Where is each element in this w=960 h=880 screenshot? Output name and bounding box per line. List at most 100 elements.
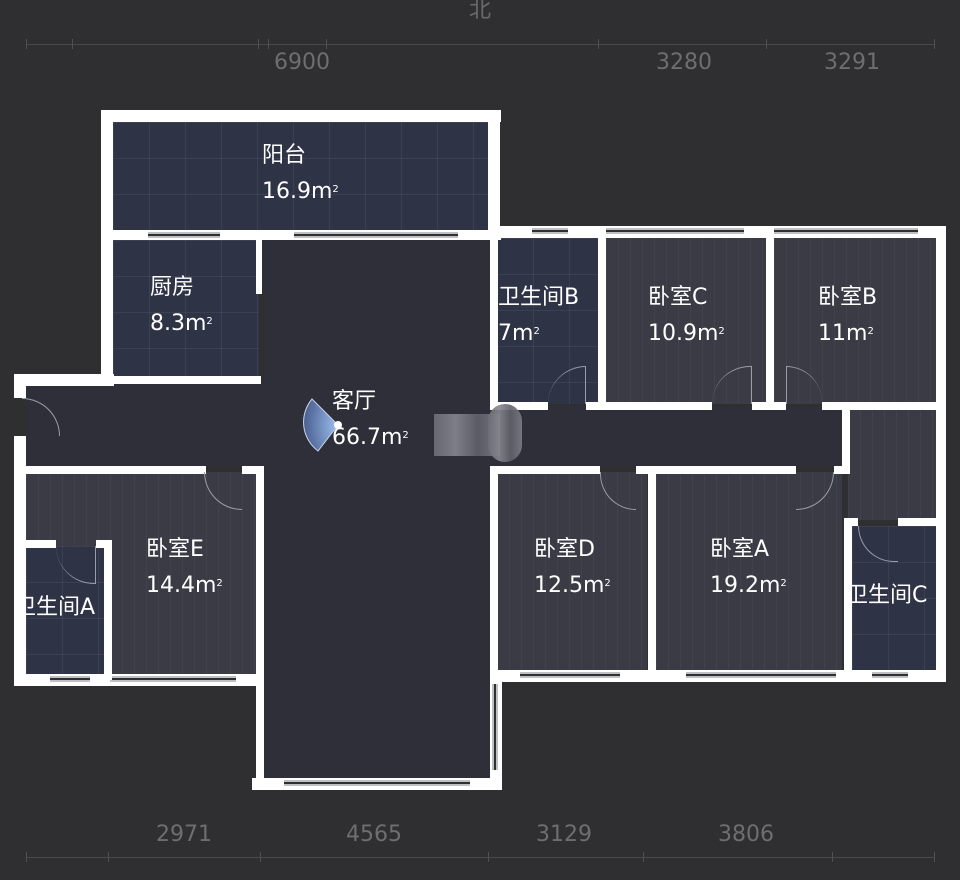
bathroom-a-label: 卫生间A xyxy=(20,590,104,626)
room-name: 厨房 xyxy=(150,275,195,300)
kitchen-label: 厨房 8.3m2 xyxy=(150,270,213,342)
wall xyxy=(242,466,264,474)
wall xyxy=(898,518,936,526)
area-unit-superscript: 2 xyxy=(216,578,223,589)
wall xyxy=(586,402,712,410)
window xyxy=(492,684,498,770)
area-unit-superscript: 2 xyxy=(206,316,213,327)
area-unit-superscript: 2 xyxy=(533,326,540,337)
bottom-dimension-line xyxy=(26,857,934,858)
room-name: 卧室B xyxy=(818,285,878,310)
top-dimension-2: 3280 xyxy=(656,50,712,75)
room-name: 卫生间C xyxy=(852,583,928,608)
room-name: 卫生间A xyxy=(20,595,96,620)
wall xyxy=(256,238,262,294)
window xyxy=(284,780,470,786)
hallway-east-floor xyxy=(490,406,840,466)
room-area: 11m xyxy=(818,321,868,346)
window xyxy=(294,232,458,238)
area-unit-superscript: 2 xyxy=(332,184,339,195)
window xyxy=(686,672,836,678)
wall xyxy=(842,402,850,472)
bedroom-a-floor[interactable] xyxy=(656,472,842,670)
wall xyxy=(490,226,498,406)
wall xyxy=(101,376,261,384)
window xyxy=(532,228,568,234)
bedroom-b-label: 卧室B 11m2 xyxy=(818,280,877,352)
dimension-tick xyxy=(26,39,27,49)
window xyxy=(774,228,918,234)
room-name: 卧室D xyxy=(534,537,595,562)
bedroom-e-label: 卧室E 14.4m2 xyxy=(146,532,223,604)
area-unit-superscript: 2 xyxy=(718,326,725,337)
wall xyxy=(844,518,858,526)
area-unit-superscript: 2 xyxy=(867,326,874,337)
wall xyxy=(844,518,852,678)
room-name: 卧室C xyxy=(648,285,708,310)
balcony-floor[interactable] xyxy=(113,122,491,232)
wall xyxy=(488,110,500,230)
bathroom-b-label: 卫生间B 7m2 xyxy=(498,280,579,352)
bedroom-c-label: 卧室C 10.9m2 xyxy=(648,280,725,352)
wall xyxy=(752,402,786,410)
bottom-dimension-1: 2971 xyxy=(156,822,212,847)
bathroom-c-label: 卫生间C xyxy=(852,578,936,614)
wall xyxy=(766,238,774,408)
dimension-tick xyxy=(326,39,327,49)
room-name: 阳台 xyxy=(262,143,307,168)
wall xyxy=(936,226,946,682)
room-area: 10.9m xyxy=(648,321,719,346)
wall xyxy=(490,402,548,410)
dimension-tick xyxy=(258,39,259,49)
dimension-tick xyxy=(934,39,935,49)
wall xyxy=(648,466,656,682)
room-area: 8.3m xyxy=(150,311,207,336)
living-room-floor[interactable] xyxy=(264,238,490,780)
bedroom-d-floor[interactable] xyxy=(497,472,647,670)
dimension-tick xyxy=(766,39,767,49)
dimension-tick xyxy=(260,852,261,862)
wall xyxy=(636,466,796,474)
wall xyxy=(26,540,56,548)
dimension-tick xyxy=(72,39,73,49)
wall xyxy=(490,466,498,682)
wall xyxy=(14,374,26,398)
dimension-tick xyxy=(108,852,109,862)
dimension-tick xyxy=(488,852,489,862)
hallway-west-floor xyxy=(26,384,266,466)
window xyxy=(110,676,236,682)
balcony-label: 阳台 16.9m2 xyxy=(262,138,339,210)
window xyxy=(520,672,620,678)
wall xyxy=(598,238,606,408)
kitchen-floor[interactable] xyxy=(113,240,259,376)
blurred-watermark xyxy=(488,404,522,462)
dimension-tick xyxy=(934,852,935,862)
window xyxy=(606,228,744,234)
wall xyxy=(101,110,501,122)
room-name: 卧室E xyxy=(146,537,204,562)
area-unit-superscript: 2 xyxy=(604,578,611,589)
wall xyxy=(104,540,112,680)
room-name: 卫生间B xyxy=(498,285,580,310)
wall xyxy=(26,466,206,474)
dimension-tick xyxy=(598,39,599,49)
room-name: 客厅 xyxy=(332,389,377,414)
dimension-tick xyxy=(26,852,27,862)
room-area: 14.4m xyxy=(146,573,217,598)
bedroom-a-label: 卧室A 19.2m2 xyxy=(710,532,787,604)
wall xyxy=(490,466,600,474)
area-unit-superscript: 2 xyxy=(780,578,787,589)
room-area: 66.7m xyxy=(332,425,403,450)
wall xyxy=(822,402,936,410)
room-area: 7m xyxy=(498,321,534,346)
dimension-tick xyxy=(832,852,833,862)
wall xyxy=(101,110,113,382)
window xyxy=(872,672,908,678)
bedroom-c-floor[interactable] xyxy=(606,238,766,404)
room-area: 19.2m xyxy=(710,573,781,598)
wall xyxy=(256,466,264,790)
closet-floor xyxy=(848,410,936,520)
bottom-dimension-2: 4565 xyxy=(346,822,402,847)
view-direction-cone-icon[interactable] xyxy=(300,396,350,456)
wall xyxy=(14,436,26,686)
